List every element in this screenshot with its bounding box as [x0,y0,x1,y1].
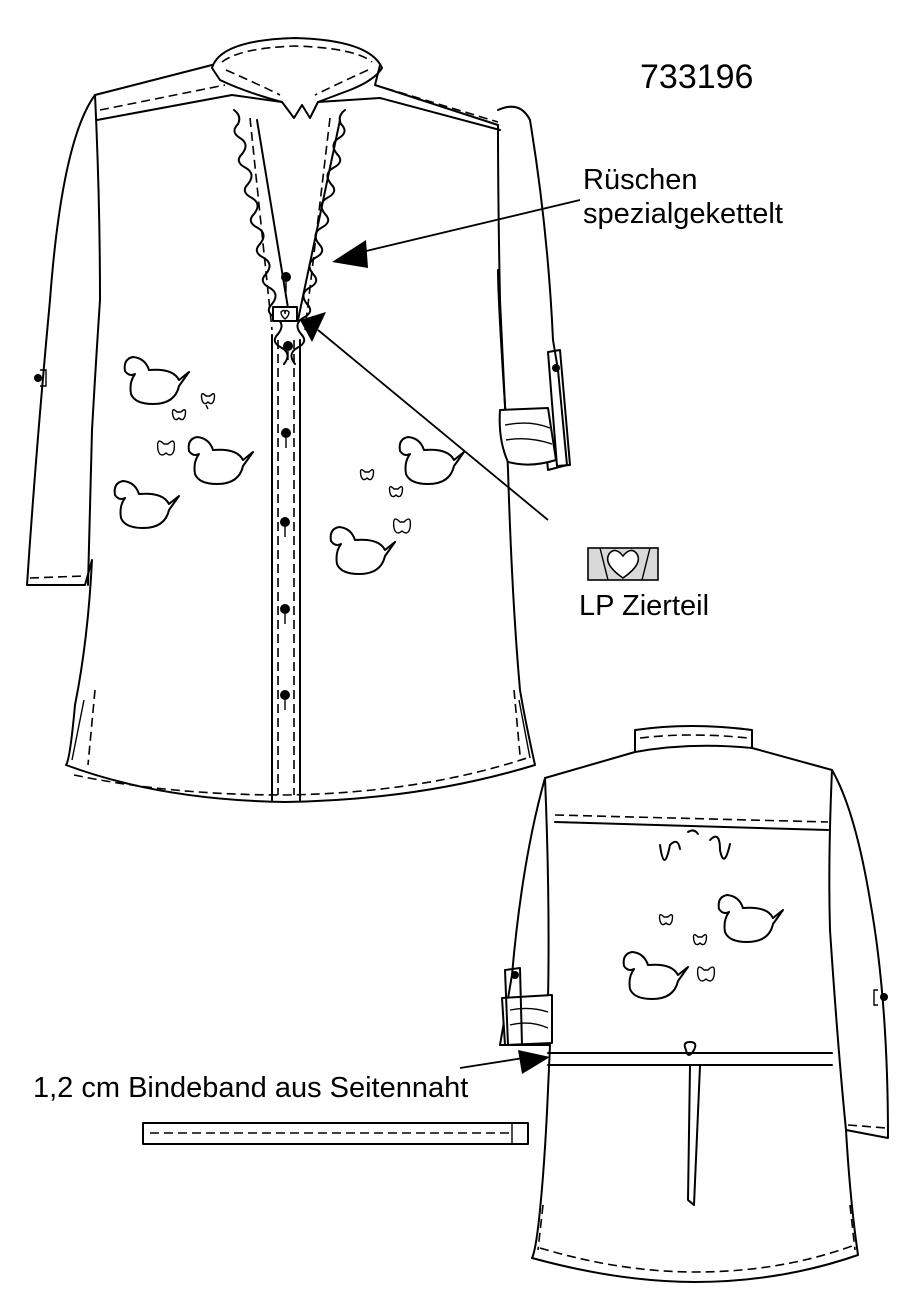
tie-band-flat [142,1122,529,1145]
back-tie-band [547,1052,833,1066]
front-left-sleeve-seam [87,94,101,586]
ornament-icon [587,547,659,581]
style-number: 733196 [640,58,754,96]
front-collar [211,37,383,119]
ruffle-annotation-line1: Rüschen [583,164,698,196]
back-collar [634,725,753,753]
back-butterfly-motifs [658,914,716,982]
front-duck-motifs [113,356,465,575]
front-buttons [280,272,293,710]
back-duck-motifs [622,894,784,1000]
back-body-outline [499,747,889,1283]
front-right-sleeve [497,105,568,471]
leader-lines [300,199,581,1074]
front-placket [271,334,301,801]
ruffle-annotation: Rüschen spezialgekettelt [583,163,783,231]
back-rolled-cuff [501,994,553,1046]
front-rolled-cuff [498,407,557,466]
front-body-outline [26,64,536,803]
front-view [26,37,571,803]
tie-band-annotation: 1,2 cm Bindeband aus Seitennaht [33,1072,469,1104]
ornament-annotation: LP Zierteil [579,590,710,622]
back-view [499,725,889,1283]
front-butterfly-motifs [156,393,412,534]
front-rollup-tab [547,349,571,467]
front-tab-button [552,364,560,372]
ruffle-annotation-line2: spezialgekettelt [583,198,783,230]
